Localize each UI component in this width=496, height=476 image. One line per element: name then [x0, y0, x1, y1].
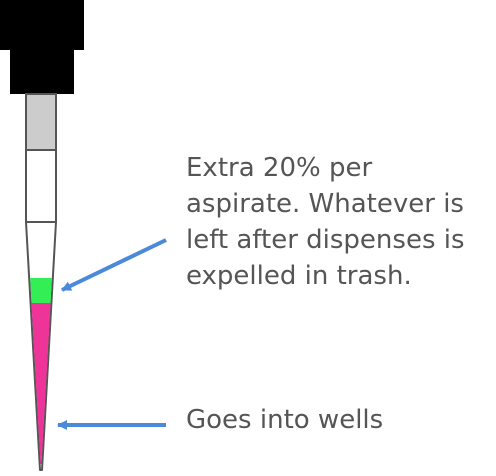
- pipette-barrel: [25, 149, 57, 223]
- extra-liquid: [30, 278, 52, 303]
- pipette-head: [0, 0, 84, 94]
- annotation-extra-volume: Extra 20% per aspirate. Whatever is left…: [186, 153, 465, 291]
- annotation-goes-into-wells: Goes into wells: [186, 405, 384, 435]
- arrow-extra: [61, 238, 167, 292]
- pipette-grey-band: [25, 93, 57, 151]
- dispense-liquid: [31, 303, 51, 464]
